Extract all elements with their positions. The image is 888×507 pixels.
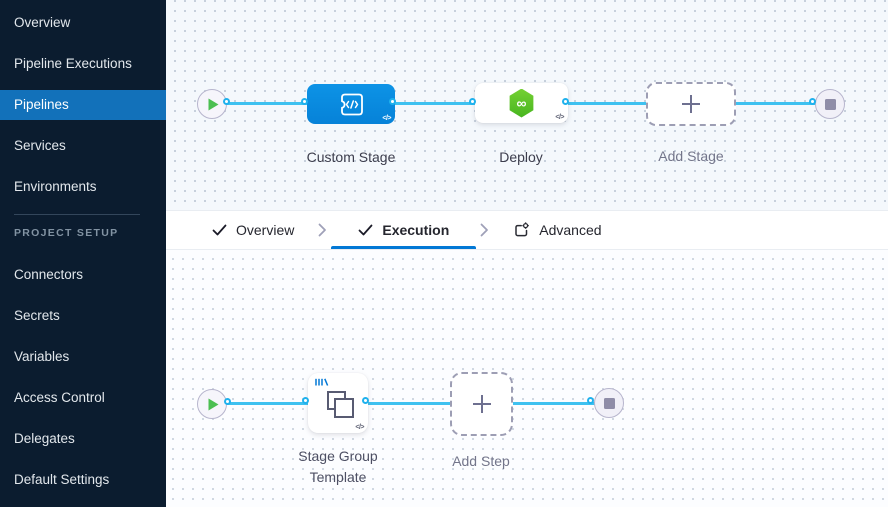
pipeline-start-node <box>197 89 227 119</box>
add-stage-button[interactable] <box>646 82 736 126</box>
play-icon <box>208 98 218 110</box>
plus-icon <box>682 95 700 113</box>
sidebar-item-services[interactable]: Services <box>14 138 66 153</box>
sidebar-item-pipelines[interactable]: Pipelines <box>0 90 166 120</box>
check-icon <box>212 224 227 236</box>
sidebar-item-overview[interactable]: Overview <box>14 15 71 30</box>
sidebar-item-variables[interactable]: Variables <box>14 349 70 364</box>
cd-hexagon-icon: ∞ <box>509 88 534 118</box>
sidebar-item-pipeline-executions[interactable]: Pipeline Executions <box>14 56 132 71</box>
link-port[interactable] <box>562 98 569 105</box>
step-label-stage-group-template: Stage Group Template <box>298 448 378 485</box>
link-port[interactable] <box>389 98 396 105</box>
pipeline-studio-main: </> ∞ </> <box>166 0 888 507</box>
step-label-add-step: Add Step <box>452 453 510 469</box>
sidebar-section-project-setup: PROJECT SETUP <box>14 227 119 239</box>
yaml-code-badge: </> <box>355 424 364 431</box>
yaml-code-badge: </> <box>382 115 391 122</box>
sidebar-item-access-control[interactable]: Access Control <box>14 390 105 405</box>
template-badge-icon <box>315 378 329 386</box>
execution-flow-line <box>212 402 609 405</box>
link-port[interactable] <box>469 98 476 105</box>
deploy-stage-node[interactable]: ∞ </> <box>475 83 568 123</box>
link-port[interactable] <box>223 98 230 105</box>
stage-group-template-node[interactable]: </> <box>308 373 368 433</box>
play-icon <box>208 398 218 410</box>
advanced-gear-icon <box>515 222 530 237</box>
sidebar-item-connectors[interactable]: Connectors <box>14 267 84 282</box>
chevron-right-icon <box>480 223 489 237</box>
pipeline-end-node <box>815 89 845 119</box>
stage-graph-canvas[interactable]: </> ∞ </> <box>166 0 888 210</box>
custom-stage-icon <box>341 93 363 115</box>
sidebar-item-default-settings[interactable]: Default Settings <box>14 472 110 487</box>
stop-icon <box>603 397 615 409</box>
sidebar-item-secrets[interactable]: Secrets <box>14 308 60 323</box>
link-port[interactable] <box>302 397 309 404</box>
link-port[interactable] <box>809 98 816 105</box>
execution-graph-canvas[interactable]: </> Stage Group Template Add Step <box>166 250 888 507</box>
custom-stage-node[interactable]: </> <box>307 84 395 124</box>
tab-execution[interactable]: Execution <box>331 211 477 249</box>
stage-label-deploy: Deploy <box>499 149 543 165</box>
tab-advanced[interactable]: Advanced <box>493 211 621 249</box>
stage-group-icon <box>327 391 354 418</box>
tab-label: Execution <box>382 222 450 238</box>
tab-label: Overview <box>236 222 295 238</box>
plus-icon <box>472 395 491 413</box>
link-port[interactable] <box>301 98 308 105</box>
link-port[interactable] <box>362 397 369 404</box>
add-step-button[interactable] <box>450 372 513 436</box>
tab-label: Advanced <box>539 222 602 238</box>
infinity-icon: ∞ <box>516 94 527 111</box>
link-port[interactable] <box>224 398 231 405</box>
yaml-code-badge: </> <box>555 114 564 121</box>
chevron-right-icon <box>318 223 327 237</box>
execution-end-node <box>594 388 624 418</box>
stage-config-tabbar: Overview Execution <box>166 210 888 250</box>
stage-label-add-stage: Add Stage <box>658 148 724 164</box>
check-icon <box>358 224 373 236</box>
execution-start-node <box>197 389 227 419</box>
stage-label-custom-stage: Custom Stage <box>306 149 396 165</box>
tab-overview[interactable]: Overview <box>192 211 314 249</box>
sidebar-item-delegates[interactable]: Delegates <box>14 431 75 446</box>
sidebar-nav: Overview Pipeline Executions Pipelines S… <box>0 0 166 507</box>
sidebar-divider <box>14 214 140 215</box>
stop-icon <box>824 98 836 110</box>
link-port[interactable] <box>587 397 594 404</box>
sidebar-item-environments[interactable]: Environments <box>14 179 97 194</box>
